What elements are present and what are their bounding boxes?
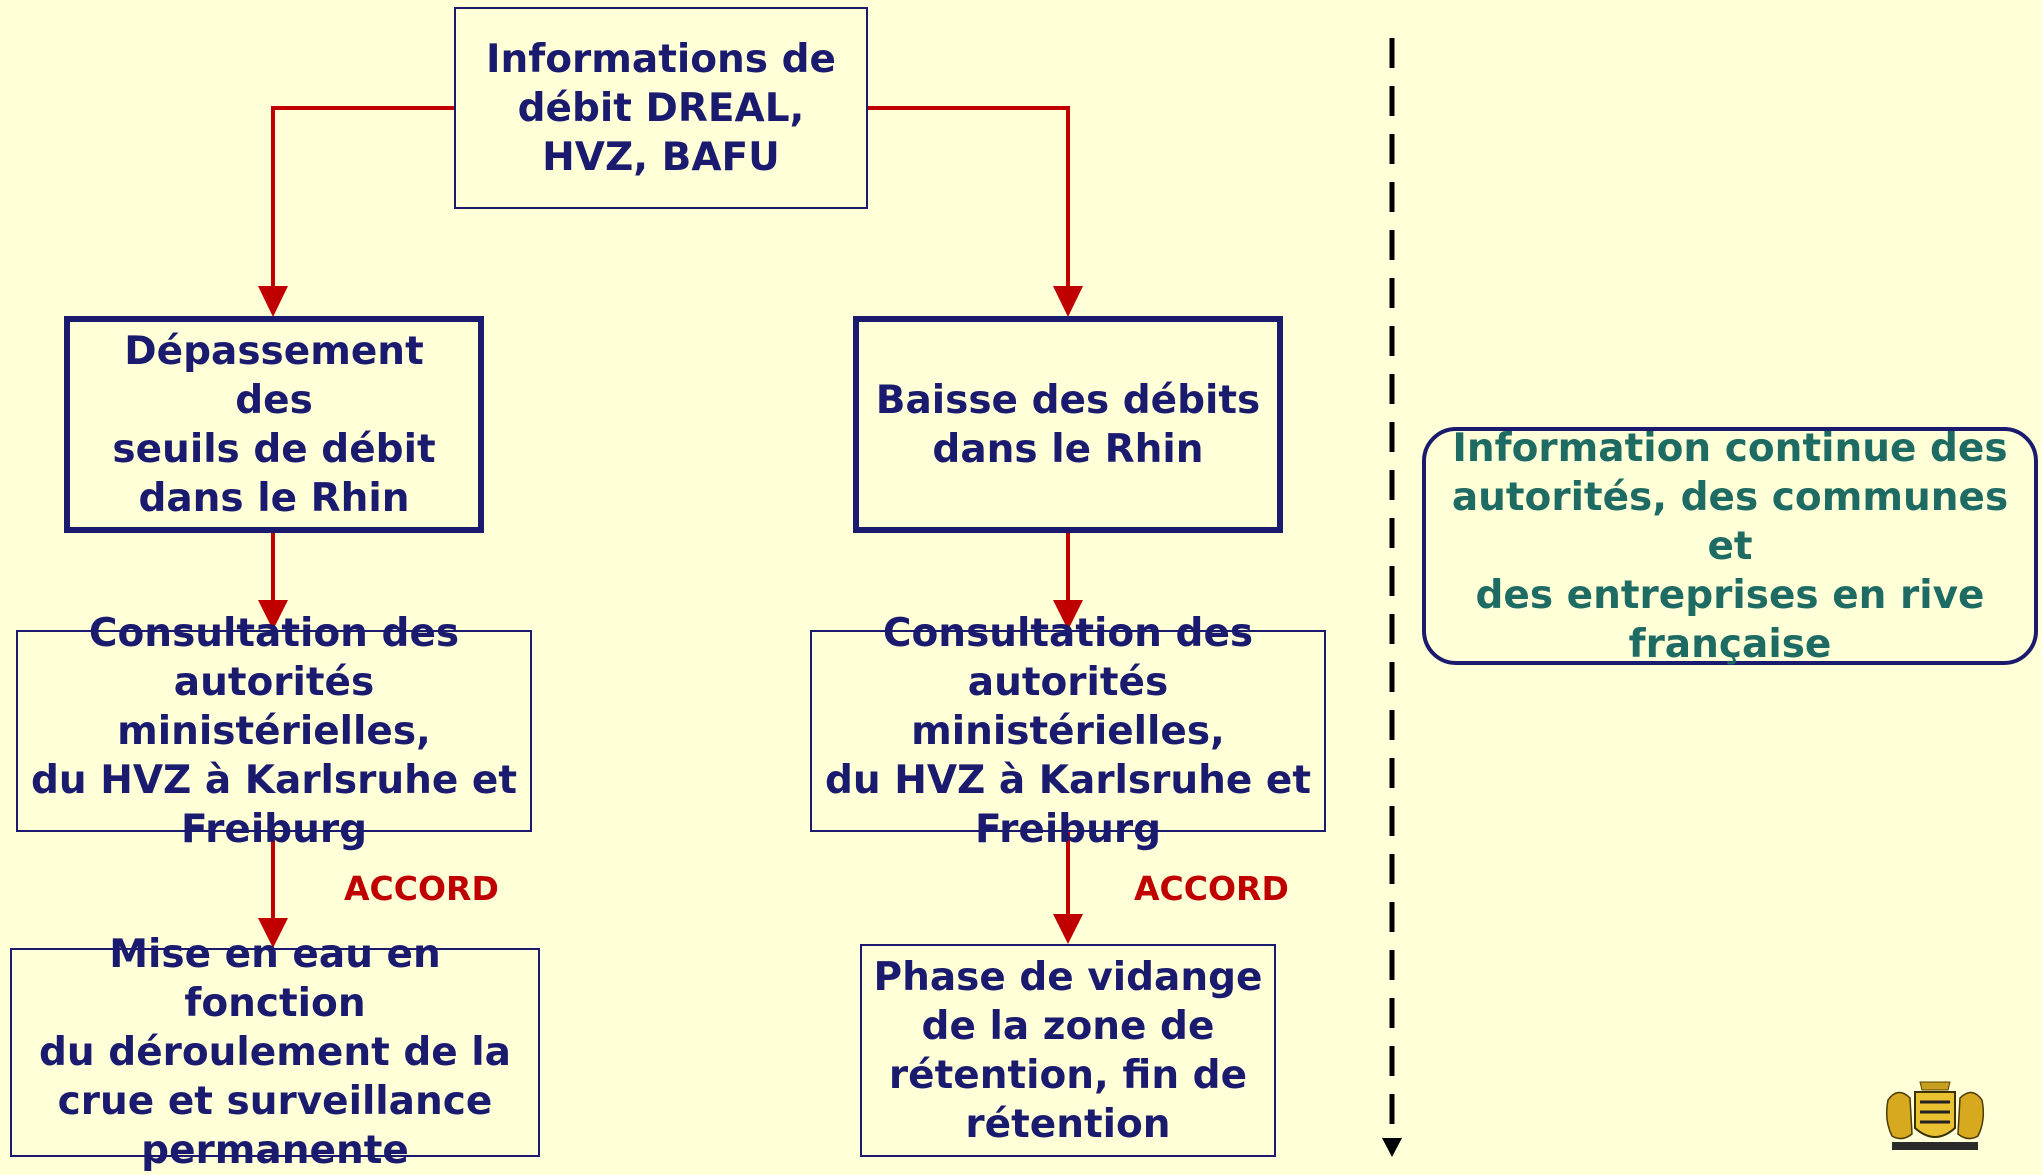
right-trigger-box: Baisse des débits dans le Rhin: [853, 316, 1283, 533]
arrow-source-to-left-trigger: [271, 106, 454, 300]
left-consult-box: Consultation des autorités ministérielle…: [16, 611, 532, 852]
info-box: Information continue des autorités, des …: [1422, 426, 2038, 667]
arrow-source-to-right-trigger: [866, 106, 1070, 300]
coat-of-arms-icon: [1885, 1081, 1985, 1150]
arrowhead-left-action: [258, 918, 288, 948]
arrowhead-right-consult: [1053, 600, 1083, 630]
divider-arrowhead: [1382, 1138, 1402, 1157]
right-consult-box: Consultation des autorités ministérielle…: [810, 611, 1326, 852]
arrowhead-right-trigger: [1053, 286, 1083, 317]
right-action-box: Phase de vidange de la zone de rétention…: [860, 944, 1276, 1157]
left-trigger-box: Dépassement des seuils de débit dans le …: [64, 316, 484, 533]
right-accord-label: ACCORD: [1134, 869, 1289, 908]
arrowhead-left-trigger: [258, 286, 288, 317]
source-box: Informations de débit DREAL, HVZ, BAFU: [454, 7, 868, 209]
left-action-box: Mise en eau en fonction du déroulement d…: [10, 932, 540, 1173]
arrowhead-right-action: [1053, 914, 1083, 944]
left-accord-label: ACCORD: [344, 869, 499, 908]
arrowhead-left-consult: [258, 600, 288, 630]
